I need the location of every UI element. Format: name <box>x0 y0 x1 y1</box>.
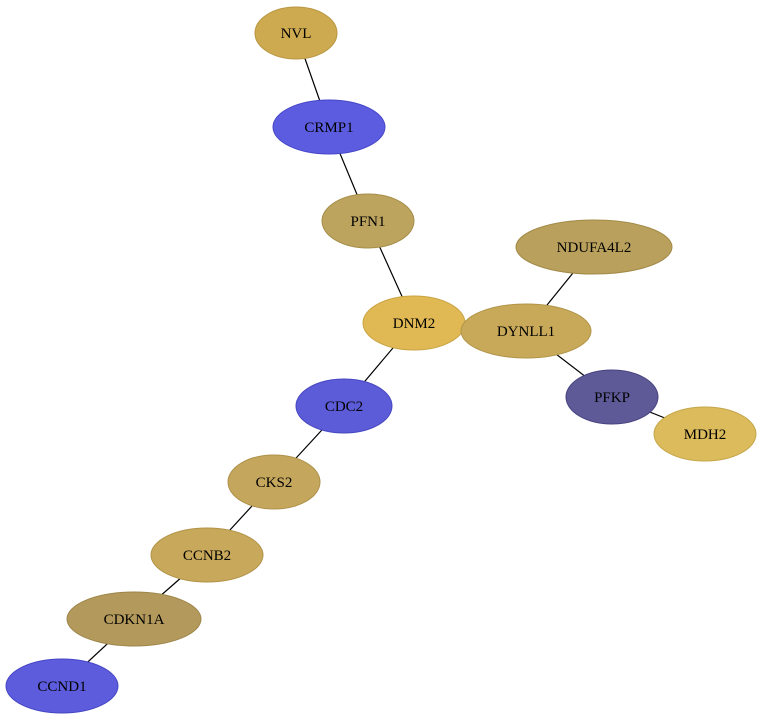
node-ccnb2[interactable]: CCNB2 <box>150 527 264 583</box>
node-cdc2[interactable]: CDC2 <box>295 378 393 434</box>
node-label: DYNLL1 <box>497 324 555 340</box>
node-pfn1[interactable]: PFN1 <box>321 193 415 249</box>
node-shape <box>295 378 393 434</box>
node-label: PFN1 <box>350 214 385 230</box>
node-shape <box>254 6 338 60</box>
node-shape <box>653 406 757 462</box>
node-label: CCND1 <box>37 679 86 695</box>
node-dynll1[interactable]: DYNLL1 <box>460 303 592 359</box>
node-dnm2[interactable]: DNM2 <box>362 295 466 351</box>
node-label: CCNB2 <box>183 548 231 564</box>
node-mdh2[interactable]: MDH2 <box>653 406 757 462</box>
node-label: CKS2 <box>256 475 293 491</box>
node-label: NDUFA4L2 <box>557 240 632 256</box>
node-shape <box>515 219 673 275</box>
node-label: CDC2 <box>325 399 363 415</box>
node-shape <box>150 527 264 583</box>
node-label: MDH2 <box>684 427 727 443</box>
node-cdkn1a[interactable]: CDKN1A <box>66 591 202 647</box>
node-shape <box>66 591 202 647</box>
node-label: CDKN1A <box>104 612 165 628</box>
node-label: PFKP <box>594 390 630 406</box>
node-shape <box>321 193 415 249</box>
node-label: DNM2 <box>393 316 436 332</box>
node-label: NVL <box>281 26 312 42</box>
node-nvl[interactable]: NVL <box>254 6 338 60</box>
node-shape <box>565 369 659 425</box>
node-shape <box>227 454 321 510</box>
node-label: CRMP1 <box>304 120 353 136</box>
node-ndufa4l2[interactable]: NDUFA4L2 <box>515 219 673 275</box>
node-pfkp[interactable]: PFKP <box>565 369 659 425</box>
node-shape <box>272 99 386 155</box>
node-shape <box>460 303 592 359</box>
node-cks2[interactable]: CKS2 <box>227 454 321 510</box>
node-ccnd1[interactable]: CCND1 <box>5 658 119 714</box>
node-crmp1[interactable]: CRMP1 <box>272 99 386 155</box>
node-shape <box>5 658 119 714</box>
